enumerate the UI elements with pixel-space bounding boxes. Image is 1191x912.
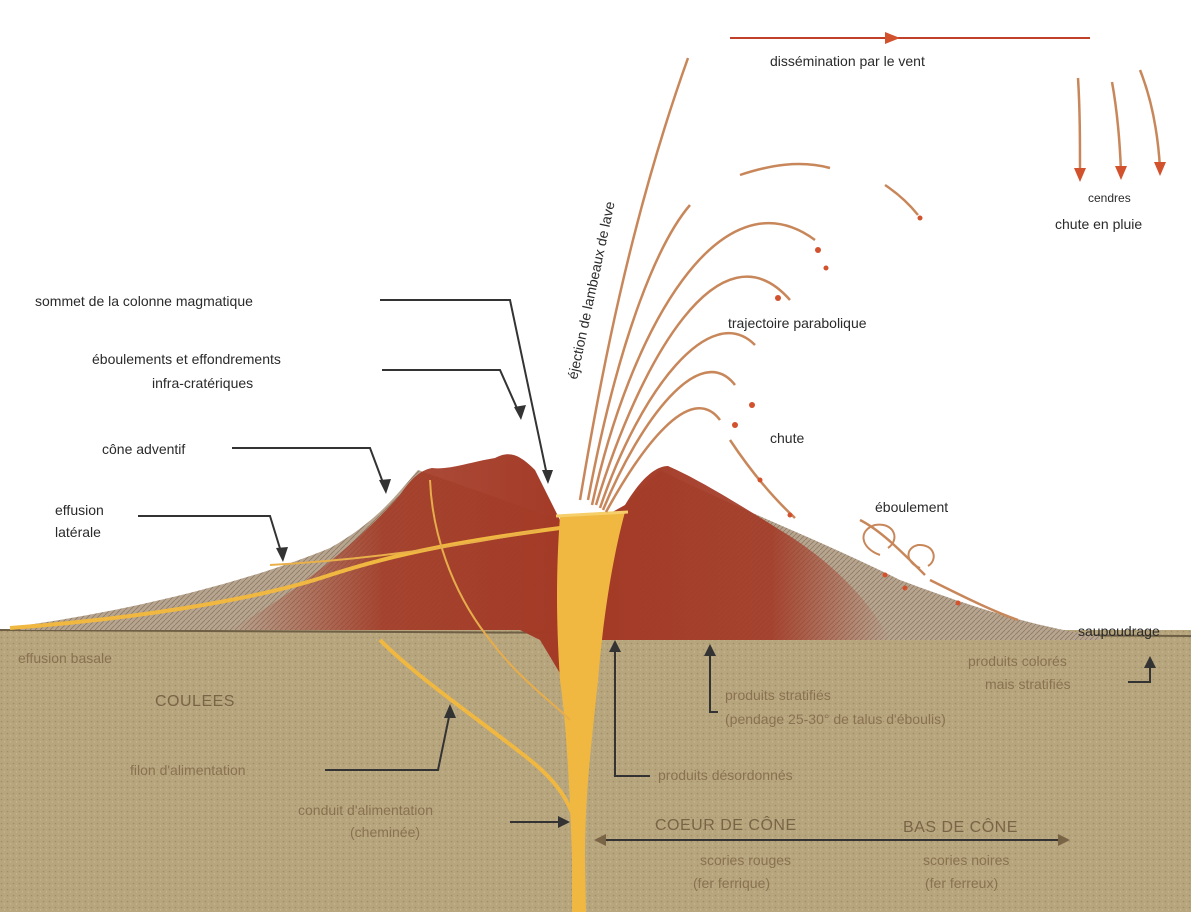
label-lateral-line2: latérale xyxy=(55,524,101,540)
label-lava-ejection: éjection de lambeaux de lave xyxy=(564,200,617,381)
label-colored-line1: produits colorés xyxy=(968,653,1067,669)
label-adventive-cone: cône adventif xyxy=(102,441,185,457)
label-stratified-line1: produits stratifiés xyxy=(725,687,831,703)
label-collapse: éboulement xyxy=(875,499,948,515)
label-cone-base-sub2: (fer ferreux) xyxy=(925,875,998,891)
label-cone-core-sub2: (fer ferrique) xyxy=(693,875,770,891)
label-feeder-dike: filon d'alimentation xyxy=(130,762,246,778)
label-cone-core: COEUR DE CÔNE xyxy=(655,815,797,834)
label-wind-dissemination: dissémination par le vent xyxy=(770,53,925,69)
label-infra-line2: infra-cratériques xyxy=(152,375,253,391)
label-ash-rain-small: cendres xyxy=(1088,191,1131,205)
label-conduit-line1: conduit d'alimentation xyxy=(298,802,433,818)
label-flows: COULEES xyxy=(155,693,235,710)
label-basal-effusion: effusion basale xyxy=(18,650,112,666)
label-fall: chute xyxy=(770,430,804,446)
label-cone-core-sub1: scories rouges xyxy=(700,852,791,868)
label-stratified-line2: (pendage 25-30° de talus d'éboulis) xyxy=(725,711,946,727)
label-lateral-line1: effusion xyxy=(55,502,104,518)
label-column-top: sommet de la colonne magmatique xyxy=(35,293,253,309)
rain-arrows xyxy=(1074,70,1166,182)
label-conduit-line2: (cheminée) xyxy=(350,824,420,840)
label-infra-line1: éboulements et effondrements xyxy=(92,351,281,367)
wind-arrow xyxy=(885,32,900,44)
label-rain-fall: chute en pluie xyxy=(1055,216,1142,232)
label-cone-base: BAS DE CÔNE xyxy=(903,817,1018,836)
label-cone-base-sub1: scories noires xyxy=(923,852,1009,868)
label-parabolic-trajectory: trajectoire parabolique xyxy=(728,315,867,331)
label-dusting: saupoudrage xyxy=(1078,623,1160,639)
label-disordered-products: produits désordonnés xyxy=(658,767,793,783)
label-colored-line2: mais stratifiés xyxy=(985,676,1071,692)
